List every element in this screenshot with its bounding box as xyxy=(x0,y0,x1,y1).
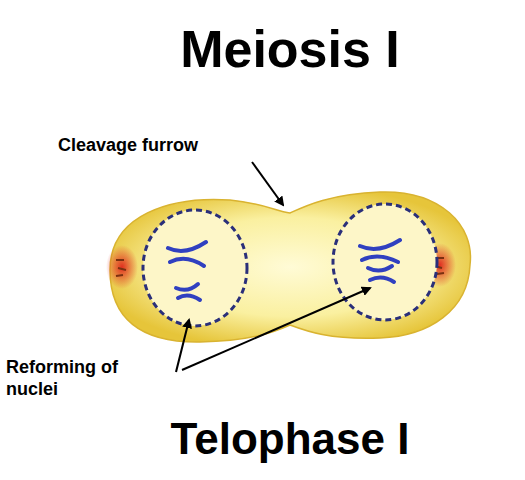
part-label: Cleavage furrow xyxy=(58,134,248,156)
diagram-title: Meiosis I xyxy=(90,18,490,80)
leader-arrow xyxy=(182,288,370,370)
leader-arrow xyxy=(176,320,189,372)
leader-arrow xyxy=(252,162,283,205)
nuclear-envelope xyxy=(143,210,247,326)
diagram-caption: Telophase I xyxy=(90,412,490,466)
nuclear-envelope xyxy=(333,204,437,320)
chromosome xyxy=(168,242,206,300)
part-label: Reforming of nuclei xyxy=(6,356,156,400)
centrosome xyxy=(106,245,138,289)
dividing-cell xyxy=(110,192,470,342)
chromosome xyxy=(360,240,400,282)
centriole xyxy=(116,260,126,276)
